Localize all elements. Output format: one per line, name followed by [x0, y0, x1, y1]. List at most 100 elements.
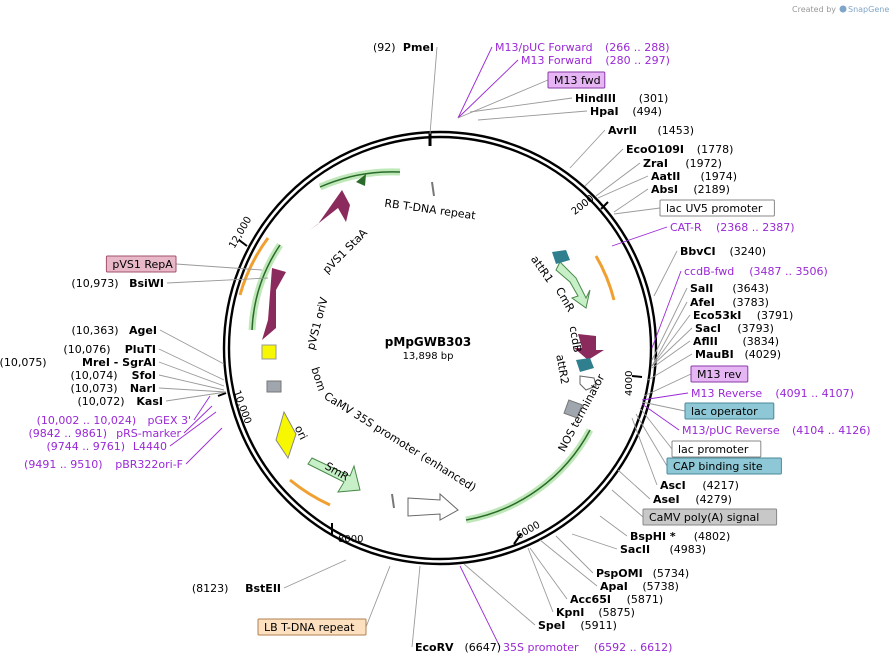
bom-box — [266, 380, 282, 393]
left-label-6: SfoI(10,074) — [71, 369, 156, 382]
enzyme-name: HindIII — [575, 92, 616, 105]
right-label-22: lac operator — [684, 402, 775, 420]
primer-name: M13/pUC Reverse — [682, 424, 780, 437]
plasmid-size: 13,898 bp — [403, 351, 454, 362]
enzyme-position: (4983) — [670, 543, 707, 556]
leader-line — [651, 327, 693, 367]
left-label-9: pGEX 3' (10,002 .. 10,024) — [37, 414, 191, 427]
enzyme-name: AgeI — [129, 324, 157, 337]
enzyme-position: (3791) — [757, 309, 794, 322]
left-label-0: PmeI(92) — [373, 41, 434, 54]
feature-box — [642, 508, 778, 526]
primer-name: pGEX 3' — [147, 414, 191, 427]
enzyme-position: (10,074) — [71, 369, 118, 382]
leader-line — [653, 250, 678, 297]
right-label-25: CAP binding site — [666, 457, 782, 475]
left-label-7: NarI (10,073) — [71, 382, 156, 395]
enzyme-position: (3643) — [732, 282, 769, 295]
leader-line — [283, 559, 347, 589]
enzyme-position: (3240) — [730, 245, 767, 258]
feature-box — [684, 402, 775, 420]
leader-line — [611, 226, 668, 247]
primer-position: (4104 .. 4126) — [792, 424, 871, 437]
leader-line — [463, 563, 536, 626]
primer-name: pRS-marker — [116, 427, 181, 440]
primer-position: (266 .. 288) — [605, 41, 670, 54]
ori-arrow — [275, 410, 297, 460]
primer-position: (2368 .. 2387) — [716, 221, 795, 234]
primer-position: (280 .. 297) — [605, 54, 670, 67]
enzyme-name: EcoO109I — [626, 143, 684, 156]
leader-line — [459, 565, 501, 648]
enzyme-name: AscI — [660, 479, 686, 492]
left-label-8: KasI(10,072) — [78, 395, 163, 408]
primer-name: M13/pUC Forward — [495, 41, 593, 54]
enzyme-position: (6647) — [465, 641, 502, 654]
right-label-5: AvrII(1453) — [608, 124, 694, 137]
feature-box-label: CAP binding site — [673, 460, 763, 473]
feature-box-label: pVS1 RepA — [112, 258, 173, 271]
right-label-31: PspOMI(5734) — [596, 567, 689, 580]
feature-box — [659, 199, 775, 217]
left-label-1: pVS1 RepA — [105, 255, 177, 273]
credit-prefix: Created by — [792, 5, 836, 14]
enzyme-position: (10,075) — [0, 356, 47, 369]
right-label-0: M13/pUC Forward (266 .. 288) — [495, 41, 670, 54]
leader-line — [469, 97, 573, 113]
leader-line — [169, 411, 217, 447]
right-label-36: 35S promoter(6592 .. 6612) — [503, 641, 672, 654]
primer-name: M13 Forward — [521, 54, 592, 67]
enzyme-name: SacI — [695, 322, 721, 335]
feature-box-label: M13 rev — [697, 368, 742, 381]
enzyme-position: (10,073) — [71, 382, 118, 395]
right-label-11: CAT-R(2368 .. 2387) — [670, 221, 795, 234]
right-label-33: Acc65I(5871) — [570, 593, 663, 606]
right-label-32: ApaI(5738) — [600, 580, 679, 593]
enzyme-position: (10,072) — [78, 395, 125, 408]
right-label-23: M13/pUC Reverse (4104 .. 4126) — [682, 424, 871, 437]
right-label-15: AfeI(3783) — [690, 296, 769, 309]
right-label-10: lac UV5 promoter — [659, 199, 775, 217]
left-label-5: MreI - SgrAI(10,075) — [0, 356, 156, 369]
leader-line — [529, 547, 568, 600]
leader-line — [457, 46, 493, 119]
primer-name: L4440 — [133, 440, 167, 453]
feature-box — [666, 457, 782, 475]
leader-line — [555, 535, 594, 574]
leader-line — [584, 148, 624, 187]
enzyme-name: ZraI — [643, 157, 668, 170]
enzyme-position: (2189) — [693, 183, 730, 196]
enzyme-name: KpnI — [556, 606, 584, 619]
feature-shapes — [238, 168, 616, 524]
leader-line — [185, 427, 223, 465]
cmr-arrow — [555, 261, 591, 309]
primer-position: (6592 .. 6612) — [594, 641, 673, 654]
tick-2000: 2000 — [570, 193, 597, 217]
enzyme-name: SalI — [690, 282, 713, 295]
enzyme-name: SacII — [620, 543, 650, 556]
primer-position: (10,002 .. 10,024) — [37, 414, 137, 427]
right-label-6: EcoO109I(1778) — [626, 143, 733, 156]
backbone-inner — [227, 135, 653, 561]
leader-line — [597, 175, 649, 199]
enzyme-name: HpaI — [590, 105, 619, 118]
right-label-20: M13 rev — [690, 365, 749, 383]
left-label-2: BsiWI(10,973) — [71, 277, 164, 290]
leader-line — [595, 162, 641, 197]
enzyme-position: (10,363) — [72, 324, 119, 337]
enzyme-name: PluTI — [125, 343, 156, 356]
leader-line — [643, 373, 692, 397]
enzyme-position: (3783) — [732, 296, 769, 309]
enzyme-position: (5875) — [598, 606, 635, 619]
enzyme-position: (4279) — [695, 493, 732, 506]
enzyme-position: (4217) — [702, 479, 739, 492]
leader-line — [158, 387, 227, 393]
right-label-17: SacI(3793) — [695, 322, 774, 335]
lac-arrow — [579, 375, 597, 391]
right-label-7: ZraI(1972) — [643, 157, 722, 170]
leader-line — [641, 403, 680, 431]
left-label-3: AgeI (10,363) — [72, 324, 157, 337]
enzyme-name: NarI — [130, 382, 156, 395]
leader-line — [527, 547, 554, 613]
